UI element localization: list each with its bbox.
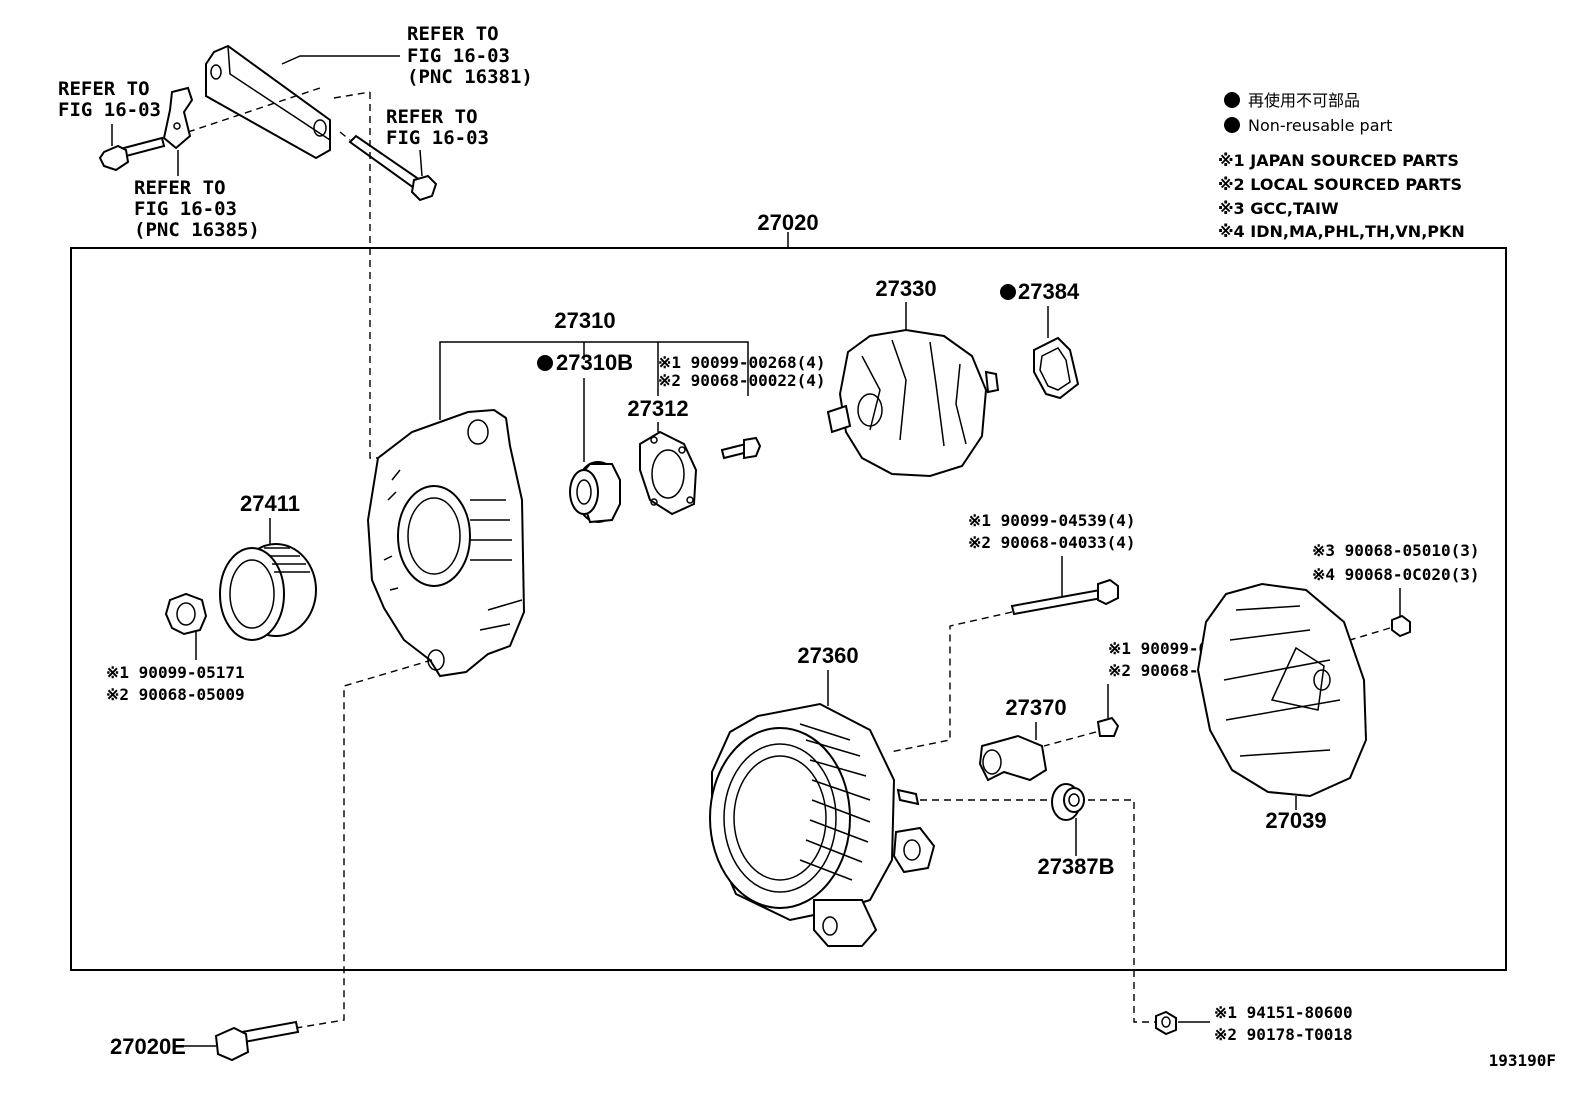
label-screw-2: ※2 90068-00022(4) xyxy=(658,371,826,390)
small-screw-drawing xyxy=(720,436,762,460)
brush-holder-drawing xyxy=(978,734,1048,782)
label-27411: 27411 xyxy=(240,491,300,516)
end-nut-drawing xyxy=(1391,614,1411,638)
label-term-nut-1: ※1 94151-80600 xyxy=(1214,1003,1353,1022)
ref-plate-3: (PNC 16385) xyxy=(134,219,260,241)
legend-en: Non-reusable part xyxy=(1248,116,1392,135)
non-reusable-dot-icon xyxy=(537,355,553,371)
ref-bolt-left-1: REFER TO xyxy=(58,78,150,100)
ref-plate-2: FIG 16-03 xyxy=(134,198,237,220)
through-bolt-drawing xyxy=(1010,578,1119,616)
label-end-nut-3: ※3 90068-05010(3) xyxy=(1312,541,1480,560)
ref-bolt-right-1: REFER TO xyxy=(386,106,478,128)
retainer-plate-drawing xyxy=(639,430,698,516)
legend: 再使用不可部品 Non-reusable part ※1 JAPAN SOURC… xyxy=(1218,91,1465,241)
drive-end-frame-drawing xyxy=(366,408,526,678)
small-bolt-left-drawing xyxy=(98,136,166,172)
label-27310B: 27310B xyxy=(556,350,633,375)
non-reusable-dot-icon xyxy=(1224,117,1240,133)
adjusting-bar-drawing xyxy=(205,44,331,160)
label-27310: 27310 xyxy=(554,308,615,333)
label-nut-2: ※2 90068-05009 xyxy=(106,685,245,704)
label-nut-1: ※1 90099-05171 xyxy=(106,663,245,682)
label-27039: 27039 xyxy=(1265,808,1326,833)
non-reusable-dot-icon xyxy=(1224,92,1240,108)
bearing-drawing xyxy=(569,461,621,524)
ref-bracket-1: REFER TO xyxy=(407,23,499,45)
cover-ring-drawing xyxy=(1033,336,1080,400)
terminal-nut-drawing xyxy=(1155,1010,1177,1036)
label-bolt-2: ※2 90068-04033(4) xyxy=(968,533,1136,552)
stator-drawing xyxy=(709,702,936,947)
label-27330: 27330 xyxy=(875,276,936,301)
label-27384: 27384 xyxy=(1018,279,1080,304)
long-bolt-drawing xyxy=(348,134,438,202)
ref-bracket-3: (PNC 16381) xyxy=(407,66,533,88)
label-27020: 27020 xyxy=(757,210,818,235)
label-bolt-1: ※1 90099-04539(4) xyxy=(968,511,1136,530)
note-2: ※2 LOCAL SOURCED PARTS xyxy=(1218,175,1462,194)
label-term-nut-2: ※2 90178-T0018 xyxy=(1214,1025,1353,1044)
non-reusable-dot-icon xyxy=(1000,284,1016,300)
label-screw-1: ※1 90099-00268(4) xyxy=(658,353,826,372)
label-27312: 27312 xyxy=(627,396,688,421)
figure-id: 193190F xyxy=(1489,1051,1556,1070)
small-screw-2-drawing xyxy=(1096,716,1120,737)
label-end-nut-4: ※4 90068-0C020(3) xyxy=(1312,565,1480,584)
label-27387B: 27387B xyxy=(1037,854,1114,879)
mount-bolt-drawing xyxy=(214,1020,300,1062)
insulator-drawing xyxy=(1051,783,1085,821)
pulley-drawing xyxy=(219,543,317,641)
rotor-drawing xyxy=(826,328,1000,478)
note-4: ※4 IDN,MA,PHL,TH,VN,PKN xyxy=(1218,222,1465,241)
ref-bracket-2: FIG 16-03 xyxy=(407,45,510,67)
ref-bolt-left-2: FIG 16-03 xyxy=(58,99,161,121)
ref-bolt-right-2: FIG 16-03 xyxy=(386,127,489,149)
label-27020E: 27020E xyxy=(110,1034,186,1059)
rear-end-cover-drawing xyxy=(1196,582,1368,798)
label-27360: 27360 xyxy=(797,643,858,668)
note-3: ※3 GCC,TAIW xyxy=(1218,199,1339,218)
legend-jp: 再使用不可部品 xyxy=(1248,91,1360,110)
label-27370: 27370 xyxy=(1005,695,1066,720)
ref-plate-1: REFER TO xyxy=(134,177,226,199)
note-1: ※1 JAPAN SOURCED PARTS xyxy=(1218,151,1459,170)
nut-drawing xyxy=(164,592,208,636)
plate-drawing xyxy=(162,86,194,150)
